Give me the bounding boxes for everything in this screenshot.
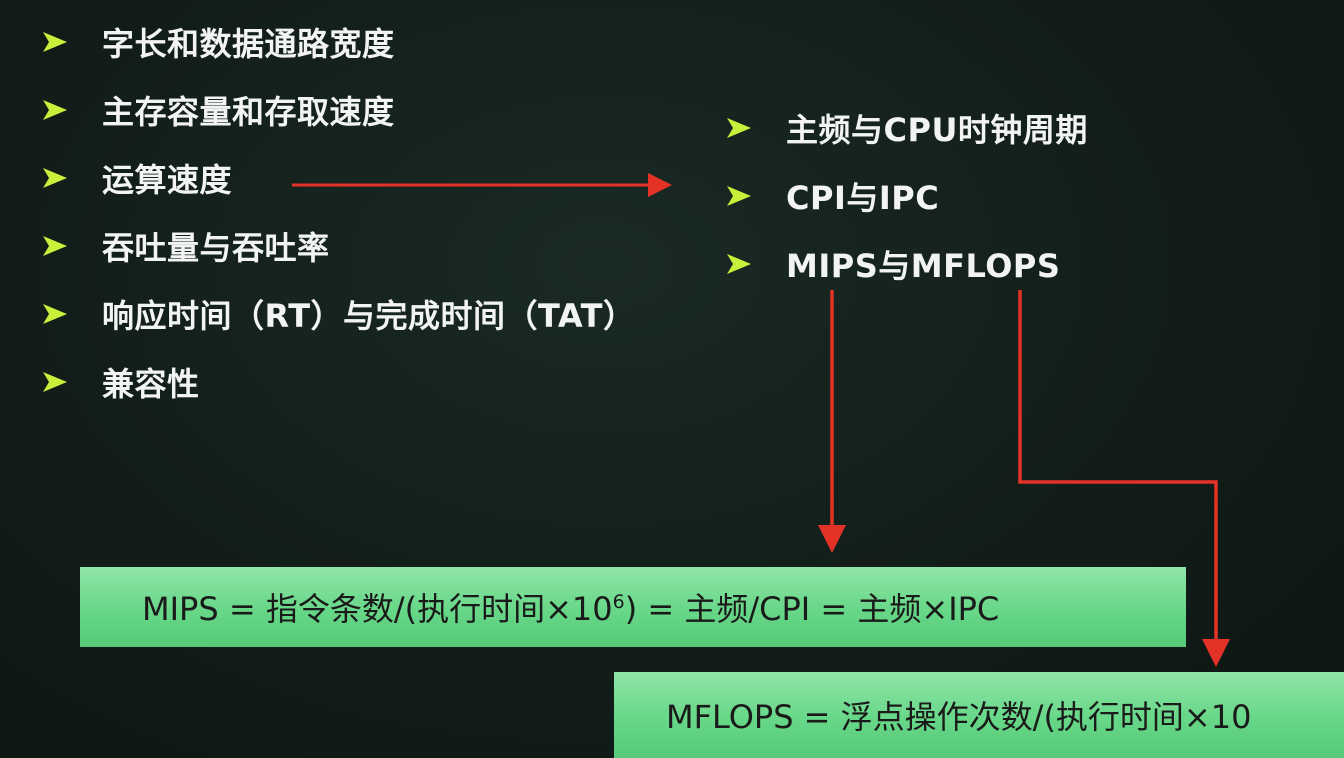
list-item: MIPS与MFLOPS — [724, 236, 1088, 304]
list-item-label: CPI与IPC — [786, 179, 940, 217]
list-item: 兼容性 — [40, 354, 636, 422]
chevron-right-icon — [43, 236, 67, 256]
chevron-right-icon — [43, 100, 67, 120]
list-item-label: 运算速度 — [102, 161, 233, 199]
list-item-label: 主存容量和存取速度 — [102, 93, 395, 131]
list-item: 主存容量和存取速度 — [40, 82, 636, 150]
list-item: 运算速度 — [40, 150, 636, 218]
mflops-formula-text: MFLOPS = 浮点操作次数/(执行时间×10 — [666, 698, 1252, 736]
list-item: 响应时间（RT）与完成时间（TAT） — [40, 286, 636, 354]
list-item-label: 响应时间（RT）与完成时间（TAT） — [102, 297, 636, 335]
list-item: 主频与CPU时钟周期 — [724, 100, 1088, 168]
right-bullet-list: 主频与CPU时钟周期 CPI与IPC MIPS与MFLOPS — [724, 100, 1088, 304]
list-item-label: 主频与CPU时钟周期 — [786, 111, 1088, 149]
list-item: CPI与IPC — [724, 168, 1088, 236]
chevron-right-icon — [43, 304, 67, 324]
mflops-formula-box: MFLOPS = 浮点操作次数/(执行时间×10 — [614, 672, 1344, 758]
mips-formula-text: MIPS = 指令条数/(执行时间×106) = 主频/CPI = 主频×IPC — [142, 590, 1000, 628]
list-item-label: 字长和数据通路宽度 — [102, 25, 395, 63]
arrow-to-mflops-formula — [1018, 290, 1230, 667]
list-item-label: 兼容性 — [102, 365, 200, 403]
list-item-label: 吞吐量与吞吐率 — [102, 229, 330, 267]
list-item-label: MIPS与MFLOPS — [786, 247, 1061, 285]
chevron-right-icon — [43, 372, 67, 392]
chevron-right-icon — [727, 118, 751, 138]
list-item: 吞吐量与吞吐率 — [40, 218, 636, 286]
chevron-right-icon — [727, 254, 751, 274]
mips-formula-box: MIPS = 指令条数/(执行时间×106) = 主频/CPI = 主频×IPC — [80, 567, 1186, 647]
list-item: 字长和数据通路宽度 — [40, 14, 636, 82]
left-bullet-list: 字长和数据通路宽度 主存容量和存取速度 运算速度 吞吐量与吞吐率 响应时间（RT… — [40, 14, 636, 422]
chevron-right-icon — [43, 32, 67, 52]
chevron-right-icon — [43, 168, 67, 188]
chevron-right-icon — [727, 186, 751, 206]
